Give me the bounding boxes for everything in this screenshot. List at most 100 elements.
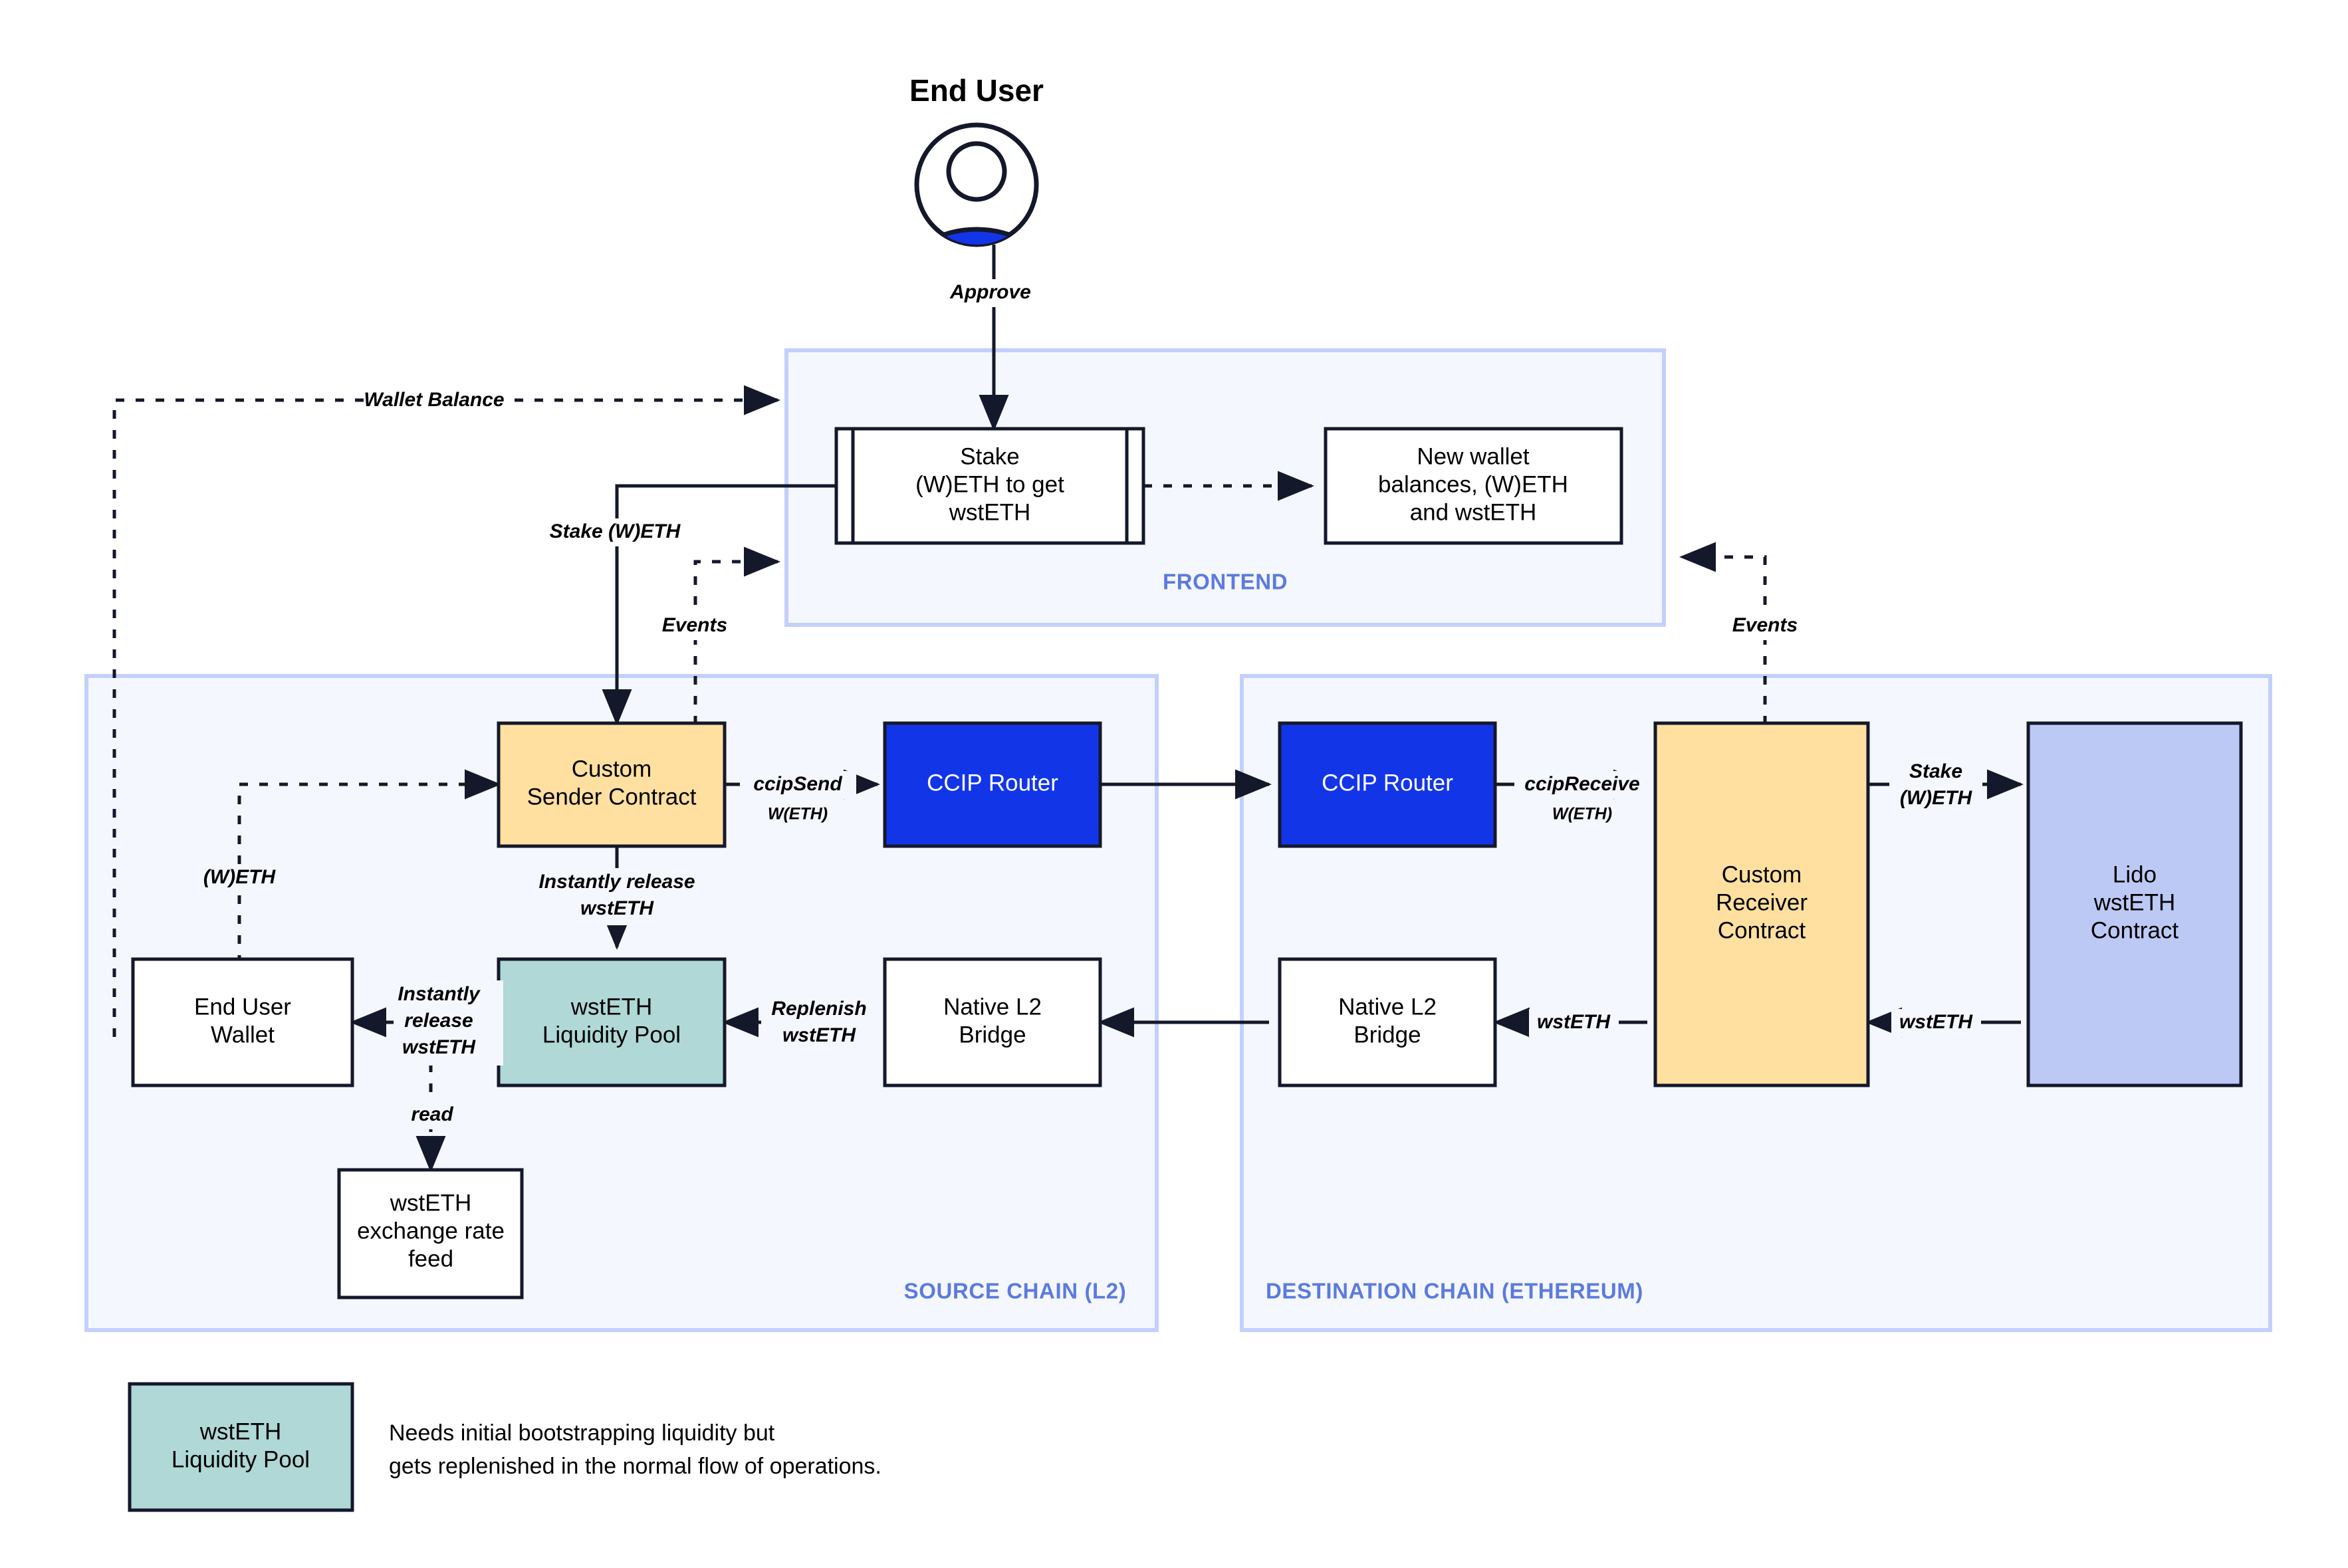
node-custom-sender-line2: Sender Contract	[527, 784, 697, 810]
edge-label-events-left: Events	[655, 612, 735, 640]
edge-label-wsteth-lido: wstETH	[1891, 1009, 1981, 1037]
node-liquidity-pool-line1: wstETH	[570, 994, 653, 1020]
edge-wallet-balance	[112, 385, 781, 1037]
node-end-user-wallet[interactable]: End User Wallet	[131, 957, 354, 1087]
edge-label-approve-text: Approve	[949, 281, 1031, 303]
node-lido-contract-line2: wstETH	[2093, 889, 2176, 915]
edge-stake-weth	[602, 484, 836, 727]
node-rate-feed-line2: exchange rate	[357, 1218, 505, 1244]
node-liquidity-pool-line2: Liquidity Pool	[542, 1022, 681, 1048]
node-stake-form-line1: Stake	[960, 443, 1020, 469]
node-rate-feed[interactable]: wstETH exchange rate feed	[337, 1168, 524, 1299]
edge-label-wallet-balance: Wallet Balance	[364, 387, 505, 415]
edge-label-ccip-send-text: ccipSend	[753, 773, 842, 795]
edge-label-release-wallet-line2: release	[404, 1010, 473, 1032]
node-custom-sender-box[interactable]	[497, 721, 727, 848]
node-custom-receiver-box[interactable]	[1653, 721, 1870, 1087]
node-new-balances-box[interactable]	[1324, 427, 1623, 545]
edge-label-ccip-receive-sub: W(ETH)	[1552, 805, 1612, 824]
edge-label-events-right-text: Events	[1732, 614, 1798, 636]
node-rate-feed-line3: feed	[408, 1246, 453, 1272]
legend-swatch-box	[128, 1382, 354, 1512]
zone-source-chain-label: SOURCE CHAIN (L2)	[904, 1279, 1127, 1303]
node-native-bridge-source[interactable]: Native L2 Bridge	[883, 957, 1102, 1087]
node-custom-receiver-line2: Receiver	[1716, 889, 1808, 915]
edge-label-events-right: Events	[1725, 612, 1805, 640]
node-new-balances-line3: and wstETH	[1410, 499, 1537, 525]
edge-label-stake-weth-text: Stake (W)ETH	[550, 520, 681, 542]
edge-label-release-pool-line1: Instantly release	[538, 871, 695, 893]
node-lido-wsteth-contract[interactable]: Lido wstETH Contract	[2026, 721, 2243, 1087]
node-native-bridge-destination[interactable]: Native L2 Bridge	[1278, 957, 1497, 1087]
node-custom-receiver-line3: Contract	[1718, 917, 1806, 943]
edge-label-ccip-receive-text: ccipReceive	[1524, 773, 1639, 795]
edge-weth-to-sender	[237, 769, 502, 1024]
node-ccip-router-destination[interactable]: CCIP Router	[1278, 721, 1497, 848]
zone-destination-chain-label: DESTINATION CHAIN (ETHEREUM)	[1266, 1279, 1643, 1303]
edge-label-weth-left-text: (W)ETH	[203, 866, 277, 888]
edge-label-replenish-line1: Replenish	[771, 998, 866, 1020]
node-end-user-wallet-box[interactable]	[131, 957, 354, 1087]
edge-events-left	[693, 546, 781, 744]
node-native-bridge-destination-box[interactable]	[1278, 957, 1497, 1087]
node-lido-contract-line1: Lido	[2113, 861, 2157, 887]
edge-label-stake-weth-destination: Stake (W)ETH	[1889, 758, 1982, 815]
edge-label-ccip-send-sub: W(ETH)	[768, 805, 828, 824]
node-custom-sender-contract[interactable]: Custom Sender Contract	[497, 721, 727, 848]
node-stake-form-box[interactable]	[834, 427, 1145, 545]
node-stake-form-line3: wstETH	[949, 499, 1031, 525]
edge-label-release-wallet-line1: Instantly	[398, 983, 481, 1005]
edge-label-instantly-release-pool: Instantly release wstETH	[538, 868, 711, 925]
edge-label-stake-dst-line2: (W)ETH	[1900, 787, 1973, 809]
legend-swatch-line1: wstETH	[199, 1418, 282, 1444]
legend-note-line2: gets replenished in the normal flow of o…	[389, 1454, 881, 1479]
node-end-user-wallet-line1: End User	[194, 994, 291, 1020]
actor-end-user: End User	[909, 73, 1044, 247]
user-avatar-icon	[914, 122, 1039, 247]
node-lido-contract-box[interactable]	[2026, 721, 2243, 1087]
edge-label-instantly-release-wallet: Instantly release wstETH	[394, 980, 503, 1065]
edge-label-release-wallet-line3: wstETH	[402, 1036, 476, 1058]
node-liquidity-pool-box[interactable]	[497, 957, 727, 1087]
node-native-bridge-destination-line1: Native L2	[1338, 994, 1437, 1020]
node-ccip-router-destination-label: CCIP Router	[1322, 770, 1453, 796]
node-new-balances-line1: New wallet	[1417, 443, 1529, 469]
node-rate-feed-box[interactable]	[337, 1168, 524, 1299]
edge-label-replenish-line2: wstETH	[782, 1024, 856, 1046]
node-ccip-router-destination-box[interactable]	[1278, 721, 1497, 848]
node-native-bridge-source-box[interactable]	[883, 957, 1102, 1087]
node-native-bridge-source-line1: Native L2	[943, 994, 1042, 1020]
node-ccip-router-source[interactable]: CCIP Router	[883, 721, 1102, 848]
edge-label-replenish-wsteth: Replenish wstETH	[761, 995, 878, 1052]
edge-label-wsteth-receiver: wstETH	[1529, 1009, 1619, 1037]
edge-label-ccip-send: ccipSend W(ETH)	[740, 771, 856, 824]
legend: wstETH Liquidity Pool Needs initial boot…	[128, 1382, 881, 1512]
node-native-bridge-source-line2: Bridge	[959, 1022, 1026, 1048]
edge-label-stake-weth: Stake (W)ETH	[538, 518, 681, 546]
node-stake-form[interactable]: Stake (W)ETH to get wstETH	[834, 427, 1145, 545]
node-rate-feed-line1: wstETH	[390, 1190, 472, 1216]
node-ccip-router-source-box[interactable]	[883, 721, 1102, 848]
edge-label-read: read	[402, 1101, 462, 1129]
node-custom-receiver-contract[interactable]: Custom Receiver Contract	[1653, 721, 1870, 1087]
edge-label-wsteth-lido-text: wstETH	[1899, 1011, 1973, 1033]
edge-label-stake-dst-line1: Stake	[1909, 760, 1962, 782]
edge-label-weth-left: (W)ETH	[197, 864, 283, 892]
zone-frontend-label: FRONTEND	[1163, 570, 1288, 594]
end-user-title: End User	[909, 73, 1044, 108]
node-new-balances-line2: balances, (W)ETH	[1378, 471, 1568, 497]
node-custom-sender-line1: Custom	[572, 756, 652, 782]
edge-events-right	[1679, 542, 1767, 725]
node-ccip-router-source-label: CCIP Router	[927, 770, 1058, 796]
legend-note-line1: Needs initial bootstrapping liquidity bu…	[389, 1420, 775, 1446]
node-lido-contract-line3: Contract	[2091, 917, 2179, 943]
node-wsteth-liquidity-pool[interactable]: wstETH Liquidity Pool	[497, 957, 727, 1087]
node-native-bridge-destination-line2: Bridge	[1353, 1022, 1421, 1048]
node-end-user-wallet-line2: Wallet	[211, 1022, 275, 1048]
edge-label-read-text: read	[411, 1103, 453, 1125]
node-new-balances[interactable]: New wallet balances, (W)ETH and wstETH	[1324, 427, 1623, 545]
node-custom-receiver-line1: Custom	[1722, 861, 1802, 887]
edge-label-release-pool-line2: wstETH	[580, 897, 654, 919]
